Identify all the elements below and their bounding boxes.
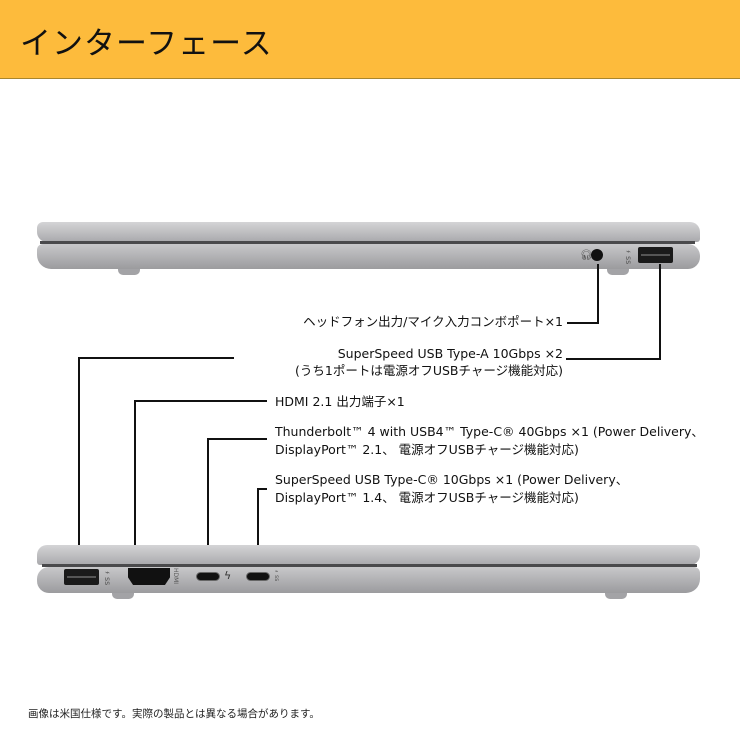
hdmi-icon: HDMI (172, 568, 179, 585)
header-banner: インターフェース (0, 0, 740, 79)
page-title: インターフェース (20, 26, 273, 62)
laptop-base (37, 244, 700, 269)
usb-c-port (246, 572, 270, 581)
leader-line-usb-a (659, 264, 661, 360)
leader-line-hdmi (134, 400, 267, 402)
thunderbolt-port (196, 572, 220, 581)
port-label-usb-c: SuperSpeed USB Type-C® 10Gbps ×1 (Power … (275, 472, 629, 487)
laptop-foot (112, 593, 134, 599)
leader-line-headphone (597, 264, 599, 324)
leader-line-hdmi (134, 400, 136, 555)
leader-line-headphone (567, 322, 599, 324)
laptop-seam (40, 241, 695, 244)
port-label-hdmi: HDMI 2.1 出力端子×1 (275, 394, 405, 409)
thunderbolt-icon: ϟ (224, 569, 232, 582)
port-label-thunderbolt-2: DisplayPort™ 2.1、 電源オフUSBチャージ機能対応) (275, 442, 579, 457)
footnote: 画像は米国仕様です。実際の製品とは異なる場合があります。 (28, 708, 320, 720)
leader-line-usb-c (257, 488, 267, 490)
usb-a-port-left (64, 569, 99, 585)
leader-line-usb-a-left (78, 357, 234, 359)
port-label-usb-a-note: (うち1ポートは電源オフUSBチャージ機能対応) (295, 363, 563, 378)
leader-line-usb-c (257, 488, 259, 555)
leader-line-usb-a (566, 358, 661, 360)
usb-c-icon: ⌁ss (273, 568, 280, 582)
leader-line-usb-a-left (78, 357, 80, 555)
laptop-foot (607, 269, 629, 275)
leader-line-thunderbolt (207, 438, 267, 440)
port-label-usb-c-2: DisplayPort™ 1.4、 電源オフUSBチャージ機能対応) (275, 490, 579, 505)
leader-line-thunderbolt (207, 438, 209, 555)
laptop-foot (118, 269, 140, 275)
hdmi-port (128, 568, 170, 585)
usb-icon: ⌁ss (103, 568, 112, 586)
usb-icon: ⌁ss (624, 247, 633, 265)
port-label-usb-a: SuperSpeed USB Type-A 10Gbps ×2 (337, 346, 563, 361)
headphone-jack-port (591, 249, 603, 261)
laptop-lid (37, 545, 700, 565)
laptop-lid (37, 222, 700, 242)
headphone-icon: 🎧︎ (580, 250, 593, 261)
laptop-seam (42, 564, 697, 567)
port-label-headphone: ヘッドフォン出力/マイク入力コンボポート×1 (303, 314, 563, 329)
port-label-thunderbolt: Thunderbolt™ 4 with USB4™ Type-C® 40Gbps… (275, 424, 704, 439)
laptop-foot (605, 593, 627, 599)
usb-a-port-right (638, 247, 673, 263)
